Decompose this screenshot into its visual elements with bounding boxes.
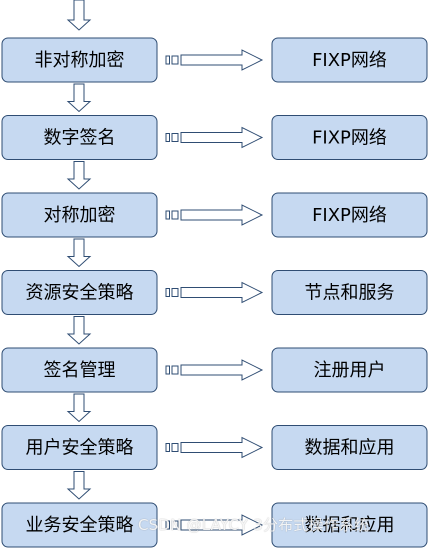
target-box (271, 192, 428, 238)
right-arrow (180, 49, 264, 71)
process-label: 资源安全策略 (26, 283, 134, 304)
right-arrow (180, 204, 264, 226)
target-label: 数据和应用 (305, 515, 395, 536)
connector-dash (171, 365, 179, 375)
target-label: FIXP网络 (312, 205, 387, 226)
connector-dash (171, 133, 179, 142)
target-box (271, 37, 428, 83)
process-label: 用户安全策略 (26, 438, 134, 459)
right-arrow (180, 359, 264, 381)
process-label: 业务安全策略 (26, 515, 134, 536)
connector-dash (171, 443, 179, 452)
process-box (1, 347, 158, 393)
process-label: 签名管理 (44, 360, 116, 381)
connector-dash (165, 288, 170, 297)
flow-row: 业务安全策略 数据和应用 (1, 502, 428, 548)
flow-row: 非对称加密 FIXP网络 (1, 37, 428, 113)
process-box (1, 502, 158, 548)
right-arrow (180, 126, 264, 149)
target-label: 数据和应用 (305, 438, 395, 459)
connector-dash (165, 55, 170, 65)
flow-row: 签名管理 注册用户 (1, 347, 428, 423)
process-label: 数字签名 (44, 128, 116, 149)
right-arrow (180, 281, 264, 304)
entry-down-arrow (66, 0, 92, 31)
connector-dash (165, 133, 170, 142)
down-arrow (66, 238, 92, 268)
target-box (271, 425, 428, 470)
target-box (271, 347, 428, 393)
target-label: FIXP网络 (312, 50, 387, 71)
process-box (1, 270, 158, 315)
flow-row: 资源安全策略 节点和服务 (1, 270, 428, 345)
target-label: 节点和服务 (305, 283, 395, 304)
connector-dash (171, 520, 179, 530)
connector-dash (165, 443, 170, 452)
watermark-text: CSDN @LAYCY 3分布式操作系统 (138, 516, 370, 534)
connector-dash (171, 210, 179, 220)
process-label: 对称加密 (44, 205, 116, 226)
down-arrow (66, 471, 92, 500)
down-arrow (66, 83, 92, 113)
target-box (271, 115, 428, 160)
target-box (271, 502, 428, 548)
process-box (1, 37, 158, 83)
right-arrow (180, 436, 264, 459)
down-arrow (66, 161, 92, 190)
flow-row: 对称加密 FIXP网络 (1, 192, 428, 268)
connector-dash (165, 365, 170, 375)
flow-row: 用户安全策略 数据和应用 (1, 425, 428, 500)
right-arrow (180, 514, 264, 536)
target-box (271, 270, 428, 315)
process-label: 非对称加密 (35, 50, 125, 71)
process-box (1, 425, 158, 470)
connector-dash (171, 55, 179, 65)
flow-row: 数字签名 FIXP网络 (1, 115, 428, 190)
target-label: FIXP网络 (312, 128, 387, 149)
down-arrow (66, 316, 92, 345)
connector-dash (171, 288, 179, 297)
connector-dash (165, 210, 170, 220)
down-arrow (66, 393, 92, 423)
connector-dash (165, 520, 170, 530)
process-box (1, 115, 158, 160)
process-box (1, 192, 158, 238)
target-label: 注册用户 (314, 360, 386, 381)
